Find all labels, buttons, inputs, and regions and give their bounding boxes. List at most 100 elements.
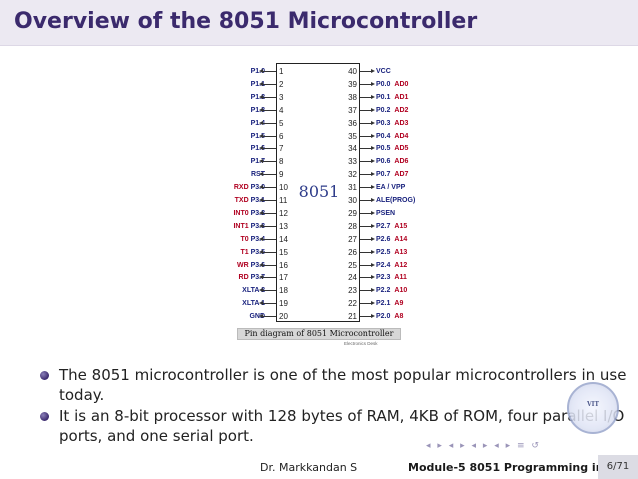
left-pin-row: XLTA 1 19 [230,298,410,310]
left-pin-number: 19 [279,299,288,309]
pin-diagram: 8051 Pin diagram of 8051 Microcontroller… [230,60,415,350]
left-pin-arrow-icon [259,146,276,151]
right-pin-label: P2.7 [376,222,391,230]
right-pin-alt: A15 [394,222,408,230]
right-pin-number: 32 [348,170,357,180]
chip-label: 8051 [298,182,340,201]
left-pin-arrow-icon [259,107,276,112]
left-pin-label: P3.5 [250,248,265,256]
left-pin-row: P1.6 7 [230,143,410,155]
left-pin-name: WR P3.6 [237,260,265,272]
left-pin-name: T0 P3.4 [240,234,265,246]
right-pin-label: PSEN [376,209,396,217]
left-pin-arrow-icon [259,133,276,138]
right-pin-label: P0.7 [376,171,391,179]
right-pin-number: 40 [348,67,357,76]
right-pin-label: EA / VPP [376,184,406,192]
right-pin-number: 37 [348,105,357,115]
right-pin-name: VCC [376,66,391,78]
slide-title: Overview of the 8051 Microcontroller [14,9,478,34]
university-seal-icon: VIT [567,382,619,434]
right-pin-label: P0.4 [376,132,391,140]
right-pin-label: P2.0 [376,313,391,321]
right-pin-label: P0.0 [376,80,391,88]
left-pin-name: P1.5 [251,131,265,143]
bullet-dot-icon [40,371,49,380]
left-pin-arrow-icon [259,81,276,86]
right-pin-alt: A12 [394,261,408,269]
diagram-credit: Electronics Desk [344,341,378,346]
left-pin-label: P1.6 [250,145,265,153]
right-pin-alt: AD2 [394,106,409,114]
footer-page-number: 6/71 [598,455,638,479]
left-pin-number: 11 [279,196,288,205]
right-pin-number: 29 [348,208,357,218]
right-pin-arrow-icon [360,262,375,267]
right-pin-row: 29 PSEN [230,208,450,220]
left-pin-label: P1.5 [250,132,265,140]
left-pin-label: GND [249,313,265,321]
right-pin-number: 39 [348,79,357,89]
right-pin-alt: AD1 [394,93,409,101]
right-pin-label: P2.3 [376,274,391,282]
right-pin-number: 23 [348,286,357,296]
right-pin-number: 24 [348,273,357,283]
bullet-text: It is an 8-bit processor with 128 bytes … [59,407,625,445]
right-pin-arrow-icon [360,249,375,254]
right-pin-arrow-icon [360,185,375,190]
left-pin-name: P1.1 [251,79,265,91]
left-pin-number: 9 [279,170,284,180]
right-pin-arrow-icon [360,288,375,293]
right-pin-label: VCC [376,68,391,75]
left-pin-alt: WR [236,261,249,269]
right-pin-alt: AD0 [394,80,409,88]
bullet-list: The 8051 microcontroller is one of the m… [38,365,628,447]
left-pin-label: P1.3 [250,106,265,114]
left-pin-number: 7 [279,144,284,154]
left-pin-name: P1.2 [251,92,265,104]
right-pin-alt: AD6 [394,158,409,166]
right-pin-name: PSEN [376,208,395,220]
left-pin-label: P1.1 [250,80,265,88]
right-pin-alt: AD3 [394,119,409,127]
left-pin-name: P1.0 [251,66,265,78]
right-pin-arrow-icon [360,146,375,151]
right-pin-label: P0.5 [376,145,391,153]
left-pin-label: XLTA 1 [242,300,265,308]
left-pin-number: 4 [279,105,284,115]
right-pin-label: P2.4 [376,261,391,269]
beamer-navigation[interactable]: ◂ ▸ ◂ ▸ ◂ ▸ ◂ ▸ ≡ ↺ [426,441,541,451]
right-pin-number: 26 [348,247,357,257]
left-pin-label: P3.2 [250,209,265,217]
right-pin-arrow-icon [360,81,375,86]
right-pin-number: 22 [348,299,357,309]
left-pin-alt: RXD [233,184,249,192]
left-pin-label: P3.7 [250,274,265,282]
right-pin-alt: A13 [394,248,408,256]
left-pin-alt: RD [238,274,249,282]
right-pin-alt: AD5 [394,145,409,153]
bullet-item: It is an 8-bit processor with 128 bytes … [38,406,628,446]
left-pin-number: 16 [279,260,288,270]
right-pin-label: P0.2 [376,106,391,114]
